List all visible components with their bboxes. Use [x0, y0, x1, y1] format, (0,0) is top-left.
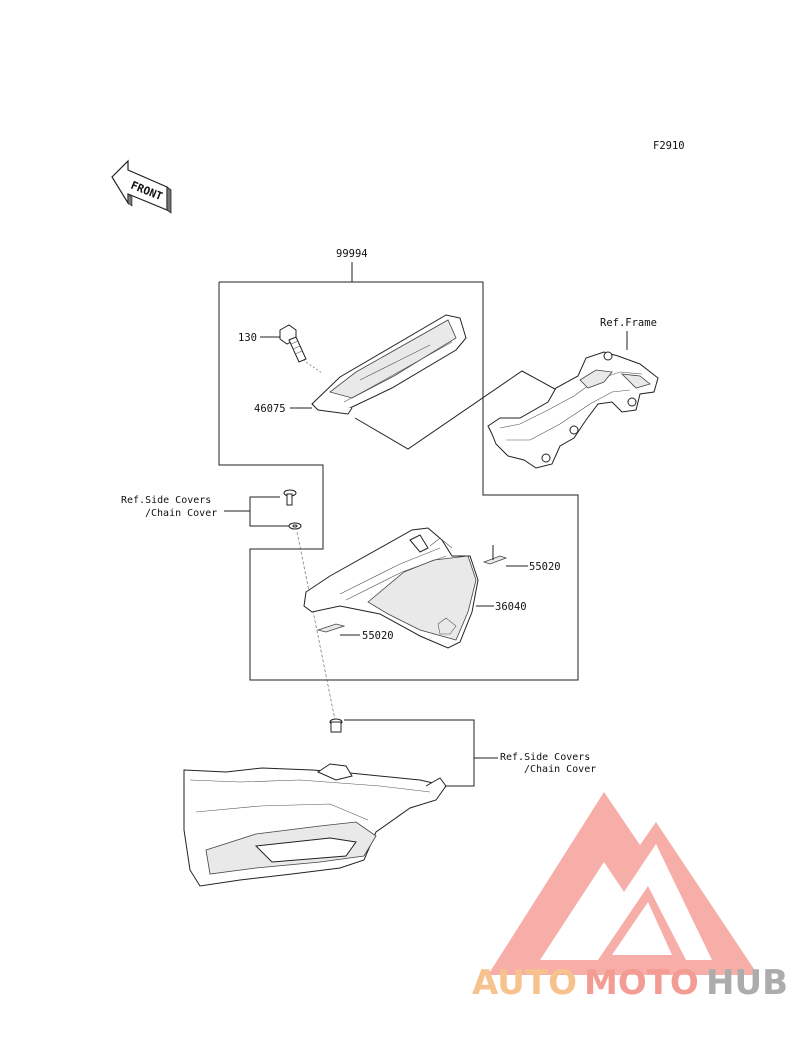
washer-icon	[288, 522, 302, 530]
kit-outline	[218, 281, 579, 681]
logo-text-auto: AUTO	[472, 963, 577, 1003]
tape-right-part	[482, 555, 508, 565]
automotohub-logo: AUTO MOTO HUB	[472, 792, 788, 1003]
figure-code: F2910	[653, 140, 685, 152]
logo-text-hub: HUB	[706, 963, 788, 1003]
side-cover-body-part	[183, 763, 447, 887]
part-number-cover-upper: 46075	[254, 403, 286, 415]
tape-left-part	[316, 623, 346, 633]
part-number-tape-right: 55020	[529, 561, 561, 573]
screw-icon	[283, 489, 297, 506]
front-arrow-icon: FRONT	[111, 159, 172, 214]
part-number-tape-left: 55020	[362, 630, 394, 642]
ref-side-covers-upper-line1: Ref.Side Covers	[121, 495, 211, 506]
part-number-cover-lower: 36040	[495, 601, 527, 613]
grommet-icon	[329, 718, 343, 733]
logo-text-moto: MOTO	[584, 963, 699, 1003]
ref-side-covers-upper-line2: /Chain Cover	[145, 508, 217, 519]
part-number-bolt: 130	[238, 332, 257, 344]
ref-side-covers-lower-line2: /Chain Cover	[524, 764, 596, 775]
ref-side-covers-lower-line1: Ref.Side Covers	[500, 752, 590, 763]
ref-frame-label: Ref.Frame	[600, 317, 657, 329]
upper-cover-part	[311, 314, 467, 415]
part-number-kit: 99994	[336, 248, 368, 260]
lower-cover-part	[303, 527, 479, 649]
bolt-icon	[279, 324, 307, 363]
frame-part	[487, 351, 659, 469]
